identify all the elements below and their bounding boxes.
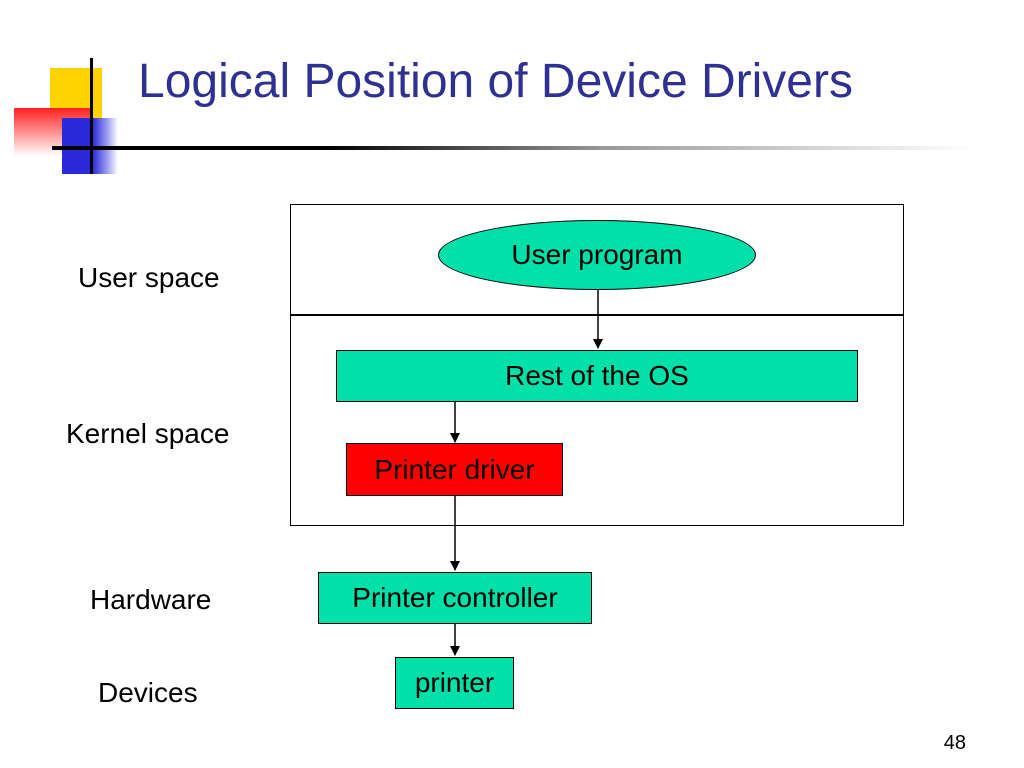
node-rest-of-os: Rest of the OS: [336, 350, 858, 402]
label-hardware: Hardware: [90, 584, 212, 615]
user-kernel-divider: [290, 314, 904, 316]
os-frame: [290, 204, 904, 526]
slide-title: Logical Position of Device Drivers: [138, 55, 853, 108]
title-rule: [52, 146, 972, 150]
node-printer-controller: Printer controller: [318, 572, 592, 624]
page-number: 48: [943, 732, 966, 754]
label-user-space: User space: [78, 262, 220, 293]
logo-vertical-line: [90, 58, 93, 174]
node-user-program: User program: [438, 220, 756, 290]
node-printer-driver: Printer driver: [346, 443, 563, 496]
node-printer: printer: [395, 657, 514, 709]
label-devices: Devices: [98, 677, 198, 708]
label-kernel-space: Kernel space: [66, 418, 230, 449]
